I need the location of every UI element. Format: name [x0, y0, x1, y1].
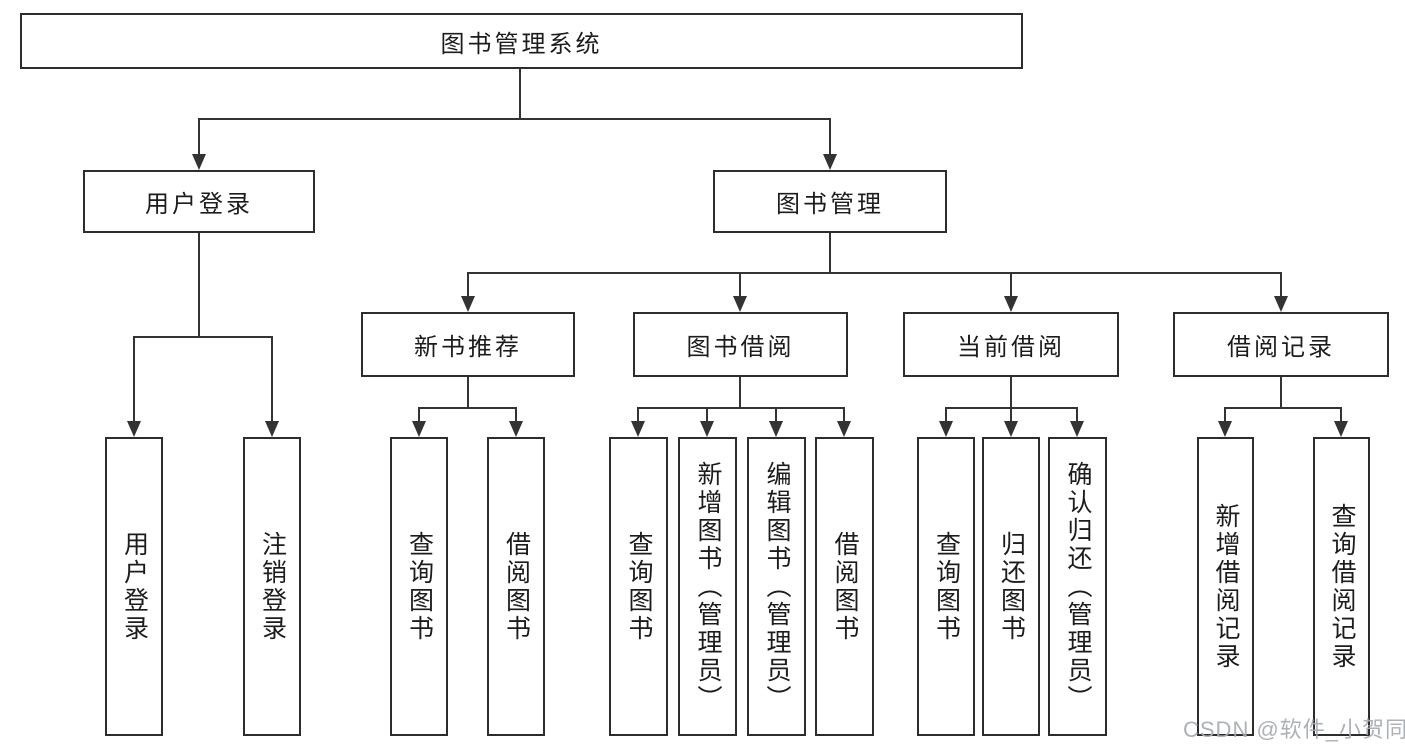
connector-g3-bar	[1224, 407, 1342, 409]
node-current-borrow-label: 当前借阅	[957, 334, 1065, 361]
connector-user-bar	[133, 336, 273, 338]
leaf-borrow-edit-books-admin: 编辑图书（管理员）	[747, 437, 806, 736]
arrowhead-g1c2	[769, 421, 783, 437]
connector-g0-stem	[467, 377, 469, 407]
leaf-logout: 注销登录	[243, 437, 301, 736]
leaf-current-return-books: 归还图书	[982, 437, 1040, 736]
connector-arrow-g1c0-stem	[637, 407, 639, 421]
node-new-book-recommend-label: 新书推荐	[414, 334, 522, 361]
connector-g2-stem	[1010, 377, 1012, 407]
arrowhead-g2	[1004, 296, 1018, 312]
arrowhead-mgmt	[823, 154, 837, 170]
connector-arrow-user-stem	[198, 118, 200, 154]
leaf-current-query-books: 查询图书	[917, 437, 975, 736]
connector-mgmt-stem	[829, 233, 831, 272]
node-book-mgmt-label: 图书管理	[776, 191, 884, 218]
arrowhead-g1c3	[837, 421, 851, 437]
connector-level2-bar	[467, 272, 1282, 274]
connector-arrow-user0-stem	[133, 336, 135, 421]
node-borrow-records-label: 借阅记录	[1227, 334, 1335, 361]
connector-arrow-g1c1-stem	[706, 407, 708, 421]
node-borrow-records: 借阅记录	[1173, 312, 1389, 377]
arrowhead-user	[192, 154, 206, 170]
arrowhead-g3	[1274, 296, 1288, 312]
connector-arrow-g3-stem	[1280, 272, 1282, 296]
connector-arrow-mgmt-stem	[829, 118, 831, 154]
connector-arrow-g1-stem	[739, 272, 741, 296]
leaf-records-add-record: 新增借阅记录	[1197, 437, 1254, 736]
node-user-login: 用户登录	[83, 170, 315, 233]
connector-g0-bar	[418, 407, 517, 409]
arrowhead-g2c0	[939, 421, 953, 437]
node-user-login-label: 用户登录	[145, 191, 253, 218]
connector-root-stem	[519, 68, 521, 118]
connector-arrow-g0-stem	[467, 272, 469, 296]
connector-arrow-g0c0-stem	[418, 407, 420, 421]
connector-arrow-g3c1-stem	[1340, 407, 1342, 421]
arrowhead-g1c0	[631, 421, 645, 437]
leaf-borrow-borrow-books: 借阅图书	[815, 437, 874, 736]
node-new-book-recommend: 新书推荐	[361, 312, 575, 377]
connector-arrow-g2c1-stem	[1010, 407, 1012, 421]
arrowhead-g3c0	[1218, 421, 1232, 437]
leaf-recommend-borrow-books: 借阅图书	[487, 437, 545, 736]
arrowhead-g1c1	[700, 421, 714, 437]
connector-g1-stem	[739, 377, 741, 407]
connector-arrow-g0c1-stem	[515, 407, 517, 421]
watermark: CSDN @软件_小贺同学	[1183, 717, 1405, 742]
connector-level1-bar	[198, 118, 831, 120]
connector-arrow-g2c2-stem	[1076, 407, 1078, 421]
arrowhead-g1	[733, 296, 747, 312]
arrowhead-g0c1	[509, 421, 523, 437]
node-root: 图书管理系统	[20, 13, 1023, 69]
connector-arrow-g1c2-stem	[775, 407, 777, 421]
arrowhead-g2c2	[1070, 421, 1084, 437]
arrowhead-g0c0	[412, 421, 426, 437]
leaf-borrow-add-books-admin: 新增图书（管理员）	[678, 437, 737, 736]
connector-arrow-g2c0-stem	[945, 407, 947, 421]
connector-g1-bar	[637, 407, 845, 409]
arrowhead-user0	[127, 421, 141, 437]
connector-arrow-g2-stem	[1010, 272, 1012, 296]
arrowhead-g3c1	[1334, 421, 1348, 437]
node-root-label: 图书管理系统	[440, 30, 603, 58]
node-book-borrow: 图书借阅	[633, 312, 848, 377]
leaf-borrow-query-books: 查询图书	[609, 437, 668, 736]
node-book-borrow-label: 图书借阅	[686, 334, 795, 361]
arrowhead-g2c1	[1004, 421, 1018, 437]
node-book-mgmt: 图书管理	[713, 170, 947, 233]
leaf-user-login: 用户登录	[105, 437, 163, 736]
connector-arrow-user1-stem	[271, 336, 273, 421]
connector-arrow-g3c0-stem	[1224, 407, 1226, 421]
leaf-records-query-record: 查询借阅记录	[1313, 437, 1370, 736]
connector-user-stem	[198, 233, 200, 336]
arrowhead-g0	[461, 296, 475, 312]
leaf-recommend-query-books: 查询图书	[390, 437, 448, 736]
arrowhead-user1	[265, 421, 279, 437]
connector-arrow-g1c3-stem	[843, 407, 845, 421]
node-current-borrow: 当前借阅	[903, 312, 1119, 377]
connector-g3-stem	[1280, 377, 1282, 407]
leaf-current-confirm-return-admin: 确认归还（管理员）	[1048, 437, 1107, 736]
